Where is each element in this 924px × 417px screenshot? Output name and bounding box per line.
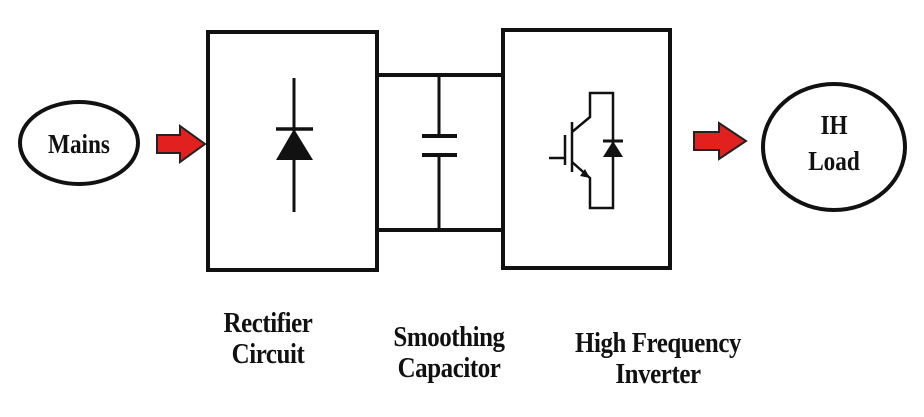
- rectifier-block: [206, 30, 379, 272]
- load-label-line1: IH: [820, 111, 847, 140]
- capacitor-icon: [422, 75, 457, 230]
- inverter-caption-line2: Inverter: [615, 358, 701, 391]
- rectifier-caption-line2: Circuit: [231, 338, 305, 371]
- inverter-caption-line1: High Frequency: [574, 327, 742, 359]
- load-label-line2: Load: [808, 147, 860, 176]
- input-arrow: [156, 124, 207, 164]
- igbt-icon: [549, 91, 623, 210]
- mains-label: Mains: [48, 130, 110, 159]
- rectifier-caption-line1: Rectifier: [223, 307, 313, 339]
- capacitor-caption-line1: Smoothing: [393, 321, 505, 353]
- inverter-caption: High Frequency Inverter: [557, 327, 760, 391]
- inverter-block: [501, 28, 672, 270]
- capacitor-caption-line2: Capacitor: [397, 352, 501, 385]
- load-node: IH Load: [761, 82, 907, 212]
- capacitor-caption: Smoothing Capacitor: [378, 321, 521, 385]
- diode-icon: [276, 78, 313, 212]
- rectifier-caption: Rectifier Circuit: [204, 307, 333, 371]
- mains-node: Mains: [18, 100, 140, 186]
- output-arrow: [693, 121, 748, 161]
